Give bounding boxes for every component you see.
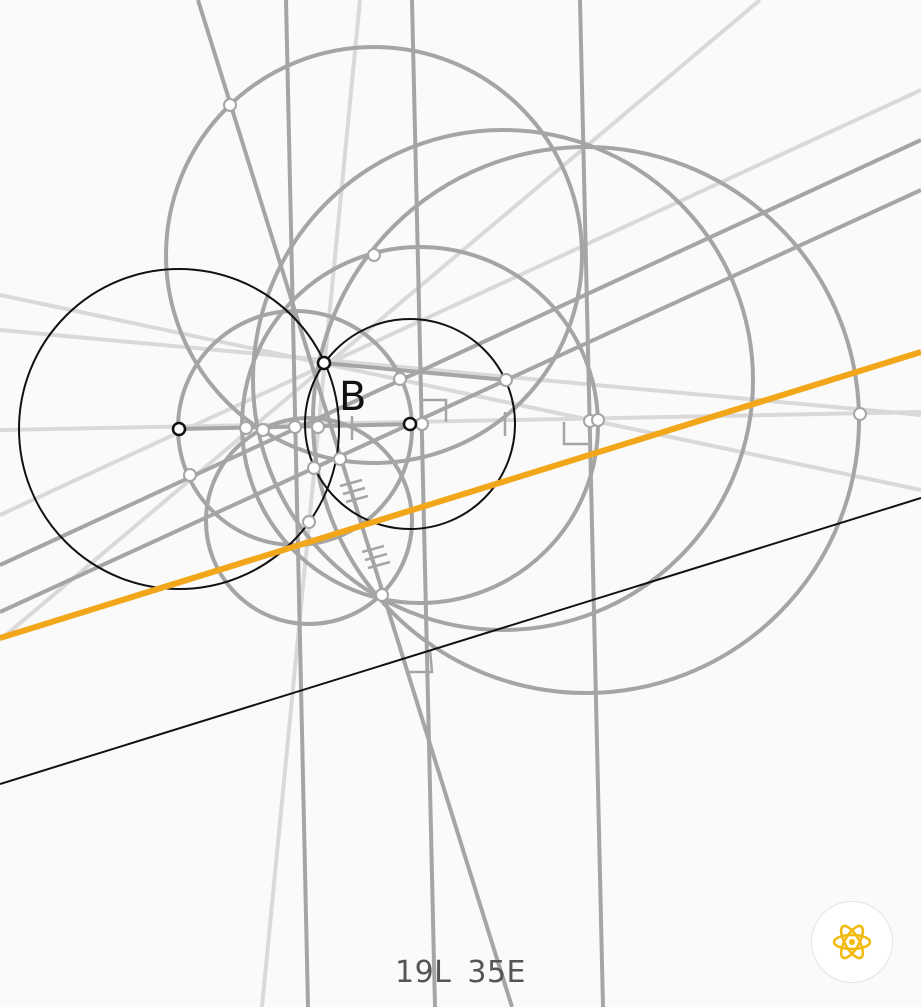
intersection-point <box>853 407 867 421</box>
faint-line <box>0 0 762 642</box>
right-angle-marker <box>562 422 588 446</box>
solution-line <box>0 349 921 641</box>
intersection-points <box>183 98 867 602</box>
faint-line <box>260 0 362 1007</box>
construction-markers <box>339 398 588 674</box>
given-circle-left <box>18 268 340 590</box>
construction-line <box>284 0 310 1007</box>
intersection-point <box>239 421 253 435</box>
tick-mark <box>361 544 385 554</box>
faint-line <box>0 293 921 492</box>
given-point-center-right <box>402 416 418 432</box>
point-label-b: B <box>339 374 366 420</box>
right-angle-marker <box>422 398 448 422</box>
intersection-point <box>183 468 197 482</box>
intersection-point <box>375 588 389 602</box>
intersection-point <box>223 98 237 112</box>
score-display: 19L 35E <box>0 955 921 990</box>
construction-line <box>0 188 921 614</box>
given-line <box>0 497 921 785</box>
atom-icon <box>832 924 872 960</box>
construction-line <box>578 0 605 1007</box>
intersection-point <box>333 452 347 466</box>
tick-mark <box>339 478 363 488</box>
intersection-point <box>302 515 316 529</box>
given-point-center-left <box>171 421 187 437</box>
construction-line <box>323 361 507 382</box>
intersection-point <box>256 423 270 437</box>
construction-line <box>196 0 514 1007</box>
construction-circle <box>204 416 414 626</box>
faint-line <box>0 88 921 517</box>
hint-button[interactable] <box>811 901 893 983</box>
construction-circle <box>164 45 584 465</box>
tick-mark <box>364 552 388 562</box>
intersection-point <box>307 461 321 475</box>
construction-circles <box>164 45 861 695</box>
euclid-count: 35E <box>467 955 527 990</box>
intersection-point <box>591 413 605 427</box>
given-point-b <box>316 355 332 371</box>
intersection-point <box>288 420 302 434</box>
tick-mark <box>342 486 366 496</box>
construction-circle <box>251 128 755 632</box>
intersection-point <box>311 420 325 434</box>
construction-line <box>0 138 921 567</box>
intersection-point <box>499 373 513 387</box>
right-angle-marker <box>408 649 434 674</box>
intersection-point <box>367 248 381 262</box>
given-circle-right <box>304 318 516 530</box>
faint-line <box>0 410 921 432</box>
tick-mark <box>345 494 369 504</box>
tick-mark <box>367 560 391 570</box>
given-points <box>171 355 418 437</box>
given-objects <box>0 268 921 785</box>
intersection-point <box>415 417 429 431</box>
lines-count: 19L <box>394 955 452 990</box>
intersection-point <box>393 372 407 386</box>
